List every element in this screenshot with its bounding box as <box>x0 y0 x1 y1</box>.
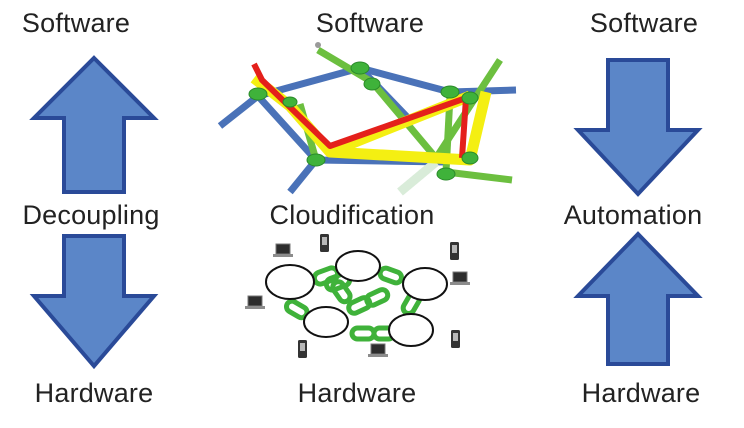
network-nodes <box>248 61 479 181</box>
left-hardware-label: Hardware <box>34 378 154 408</box>
right-down-arrow <box>573 58 703 197</box>
left-down-arrow <box>29 234 159 370</box>
right-up-arrow <box>573 231 703 366</box>
laptop-icons <box>245 243 470 357</box>
center-cloudification-label: Cloudification <box>269 200 435 230</box>
left-software-label: Software <box>21 8 131 38</box>
center-software-label: Software <box>315 8 425 38</box>
phone-icons <box>298 234 460 358</box>
left-decoupling-label: Decoupling <box>22 200 160 230</box>
left-up-arrow <box>29 55 159 194</box>
hardware-cluster-diagram <box>245 234 470 358</box>
right-automation-label: Automation <box>563 200 703 230</box>
center-hardware-label: Hardware <box>297 378 417 408</box>
software-network-graph <box>217 42 517 196</box>
right-hardware-label: Hardware <box>581 378 701 408</box>
right-software-label: Software <box>589 8 699 38</box>
